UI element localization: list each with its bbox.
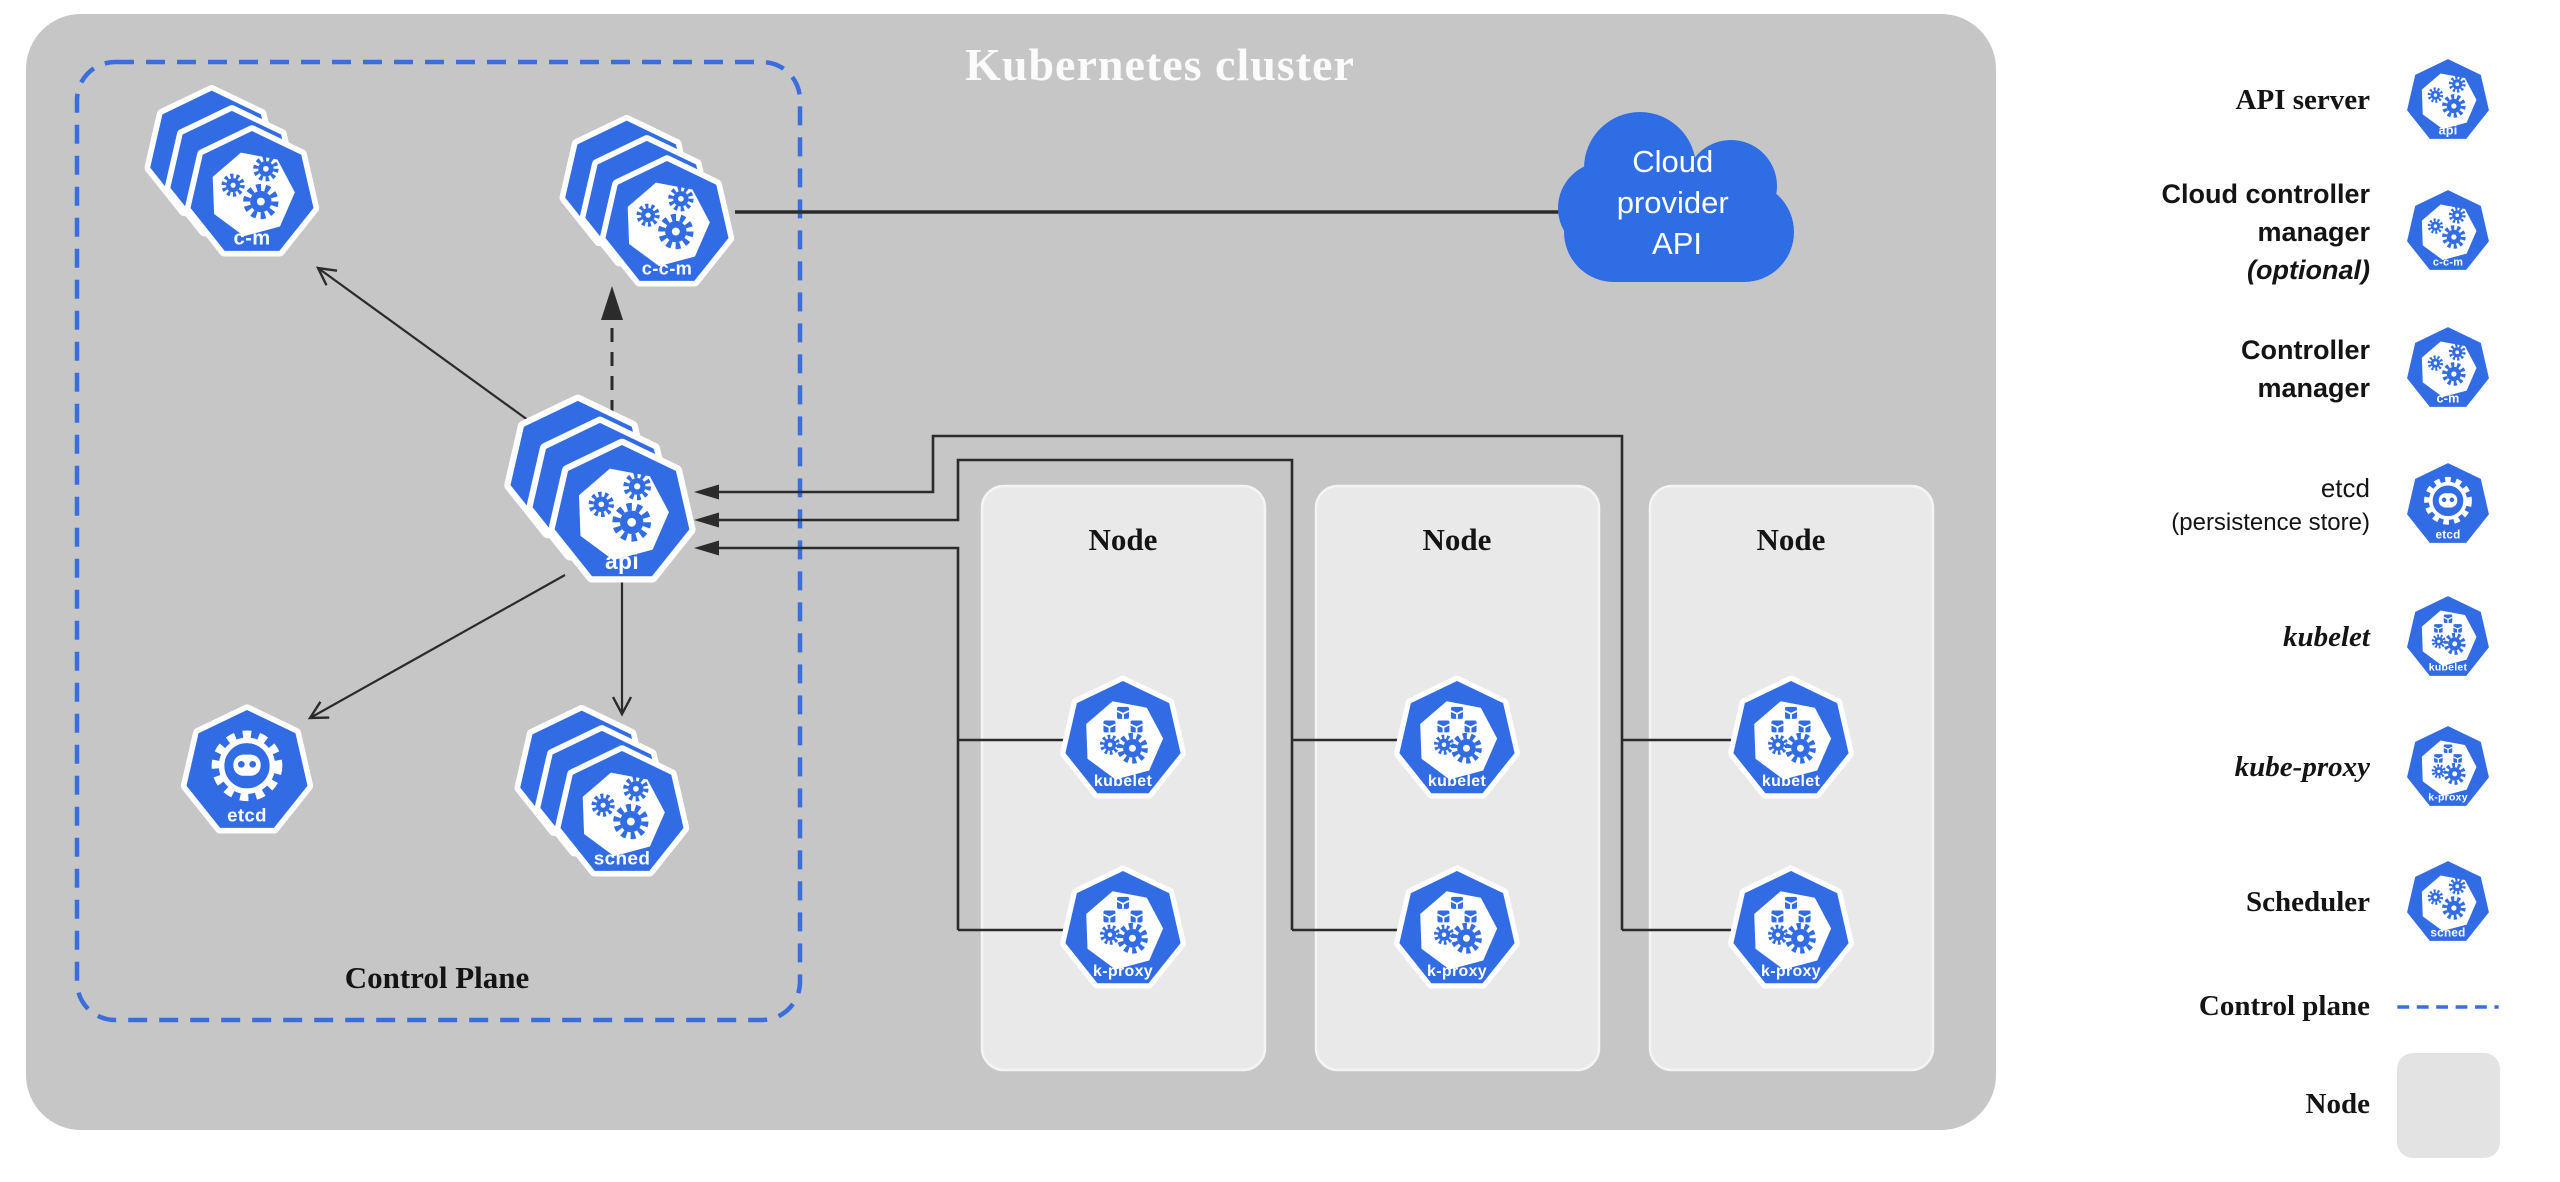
svg-text:etcd: etcd — [227, 805, 267, 826]
arrowhead-into-api-2 — [694, 512, 719, 528]
node-boxes: Node Node Node — [980, 484, 1935, 1072]
scheduler-icon: sched — [520, 711, 683, 871]
legend-cm-icon: c-m — [2396, 317, 2500, 421]
svg-text:c-c-m: c-c-m — [2433, 257, 2463, 269]
legend-kube-proxy-icon: k-proxy — [2396, 716, 2500, 820]
legend-node-label: Node — [2305, 1088, 2370, 1121]
legend-control-plane: Control plane — [2118, 977, 2500, 1037]
svg-text:c-c-m: c-c-m — [642, 257, 693, 278]
svg-text:kubelet: kubelet — [1762, 773, 1821, 790]
svg-text:sched: sched — [594, 848, 651, 869]
legend-cm-label: Controller manager — [2240, 334, 2370, 403]
svg-text:k-proxy: k-proxy — [1427, 963, 1487, 980]
legend-kubelet-icon: kubelet — [2396, 586, 2500, 690]
legend-controller-manager: Controller manager c-m — [2118, 314, 2500, 424]
svg-text:k-proxy: k-proxy — [1761, 963, 1821, 980]
legend-kube-proxy: kube-proxy k-proxy — [2118, 713, 2500, 823]
arrowhead-into-api-1 — [694, 484, 719, 500]
cloud-provider-api-label: Cloud provider API — [1617, 144, 1738, 261]
legend-api-server: API server api — [2118, 46, 2500, 156]
node2-kube-proxy-icon: k-proxy — [1399, 871, 1514, 983]
svg-text:k-proxy: k-proxy — [1093, 963, 1153, 980]
api-server-icon: api — [510, 401, 689, 576]
legend-etcd-label: etcd (persistence store) — [2171, 472, 2370, 537]
svg-text:kubelet: kubelet — [1428, 773, 1487, 790]
legend-scheduler-label: Scheduler — [2245, 886, 2370, 919]
svg-text:kubelet: kubelet — [1094, 773, 1153, 790]
control-plane-dash-sample — [2397, 1005, 2499, 1009]
svg-text:api: api — [605, 548, 639, 574]
svg-text:kubelet: kubelet — [2429, 663, 2468, 674]
legend-kubelet: kubelet kubelet — [2118, 583, 2500, 693]
svg-text:etcd: etcd — [2435, 529, 2460, 542]
node1-kube-proxy-icon: k-proxy — [1065, 871, 1180, 983]
svg-text:api: api — [2439, 124, 2458, 138]
arrowhead-into-ccm — [601, 286, 623, 320]
api-to-node2-connector — [717, 458, 1402, 932]
legend-kube-proxy-label: kube-proxy — [2234, 751, 2370, 784]
cloud-controller-manager-icon: c-c-m — [565, 121, 728, 281]
legend-api-server-icon: api — [2396, 49, 2500, 153]
node-3-title: Node — [1757, 522, 1826, 557]
svg-text:c-m: c-m — [2436, 392, 2459, 406]
legend-scheduler-icon: sched — [2396, 851, 2500, 955]
legend-api-server-label: API server — [2235, 84, 2370, 117]
node3-kubelet-icon: kubelet — [1733, 681, 1848, 793]
legend-node: Node — [2118, 1050, 2500, 1160]
legend-etcd: etcd (persistence store) etcd — [2118, 450, 2500, 560]
legend-cloud-controller-manager: Cloud controller manager (optional) c-c-… — [2118, 177, 2500, 287]
cloud-provider-api: Cloud provider API — [1558, 112, 1794, 282]
api-to-etcd-arrow — [307, 574, 566, 720]
control-plane-label: Control Plane — [345, 960, 530, 995]
arrowhead-into-api-3 — [694, 540, 719, 556]
api-to-node1-connector — [717, 546, 1068, 932]
control-plane-box — [74, 59, 803, 1023]
cluster-title: Kubernetes cluster — [965, 39, 1355, 90]
svg-text:k-proxy: k-proxy — [2428, 793, 2468, 804]
controller-manager-icon: c-m — [150, 91, 313, 251]
legend-ccm-icon: c-c-m — [2396, 180, 2500, 284]
svg-text:c-m: c-m — [234, 227, 271, 249]
api-to-node3-connector — [717, 434, 1736, 932]
node-1-title: Node — [1089, 522, 1158, 557]
node1-kubelet-icon: kubelet — [1065, 681, 1180, 793]
legend-control-plane-label: Control plane — [2198, 990, 2370, 1023]
etcd-icon: etcd — [186, 710, 307, 828]
legend-kubelet-label: kubelet — [2283, 621, 2370, 654]
legend-etcd-icon: etcd — [2396, 453, 2500, 557]
node-2-title: Node — [1423, 522, 1492, 557]
node-swatch — [2396, 1052, 2500, 1158]
legend-scheduler: Scheduler sched — [2118, 848, 2500, 958]
node2-kubelet-icon: kubelet — [1399, 681, 1514, 793]
node3-kube-proxy-icon: k-proxy — [1733, 871, 1848, 983]
legend-ccm-label: Cloud controller manager (optional) — [2161, 178, 2371, 286]
svg-text:sched: sched — [2430, 927, 2465, 940]
